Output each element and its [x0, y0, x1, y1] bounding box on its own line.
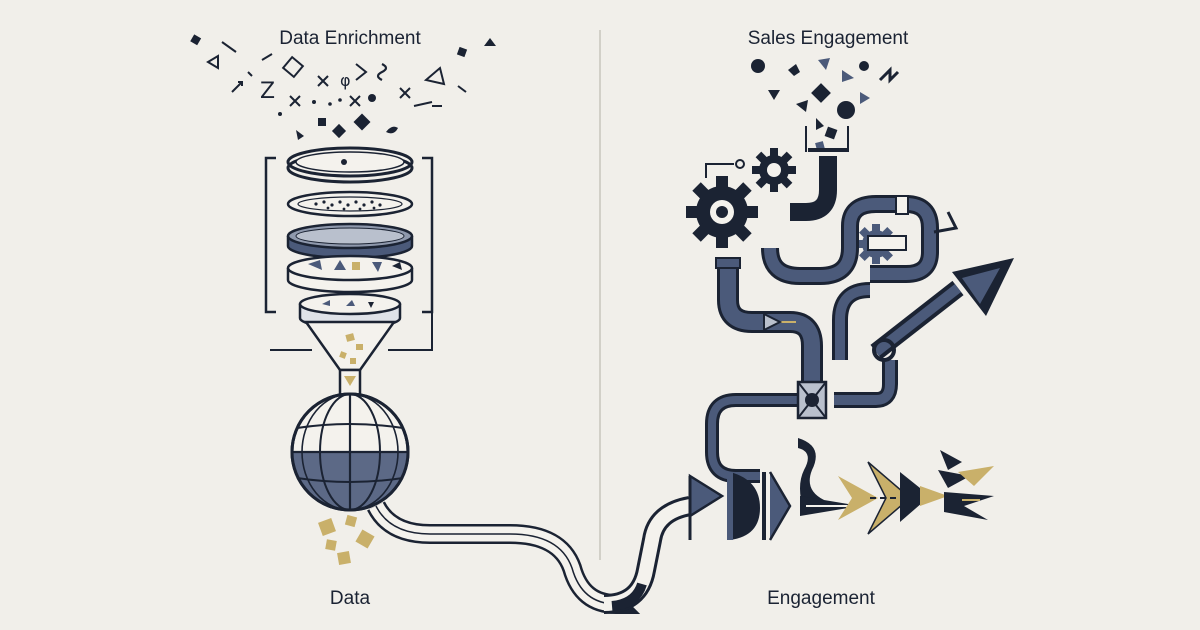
engagement-arrow-row — [688, 438, 994, 541]
arrow-icon — [870, 211, 1014, 362]
scattered-engagement-symbols — [751, 58, 900, 152]
title-sales-engagement: Sales Engagement — [747, 28, 909, 49]
label-engagement: Engagement — [767, 588, 875, 609]
funnel-icon — [303, 320, 397, 398]
globe-icon — [290, 392, 410, 512]
label-data: Data — [329, 588, 371, 609]
data-particles — [318, 514, 375, 565]
scattered-data-symbols: Z φ — [190, 34, 496, 140]
pipe-icon — [367, 496, 693, 615]
svg-text:Z: Z — [260, 79, 275, 104]
pipe-network — [705, 148, 939, 483]
sieve-layers-icon — [264, 146, 434, 351]
svg-text:φ: φ — [340, 71, 351, 90]
title-data-enrichment: Data Enrichment — [279, 28, 421, 49]
gear-icon — [686, 148, 896, 264]
valve-icon — [763, 312, 828, 420]
